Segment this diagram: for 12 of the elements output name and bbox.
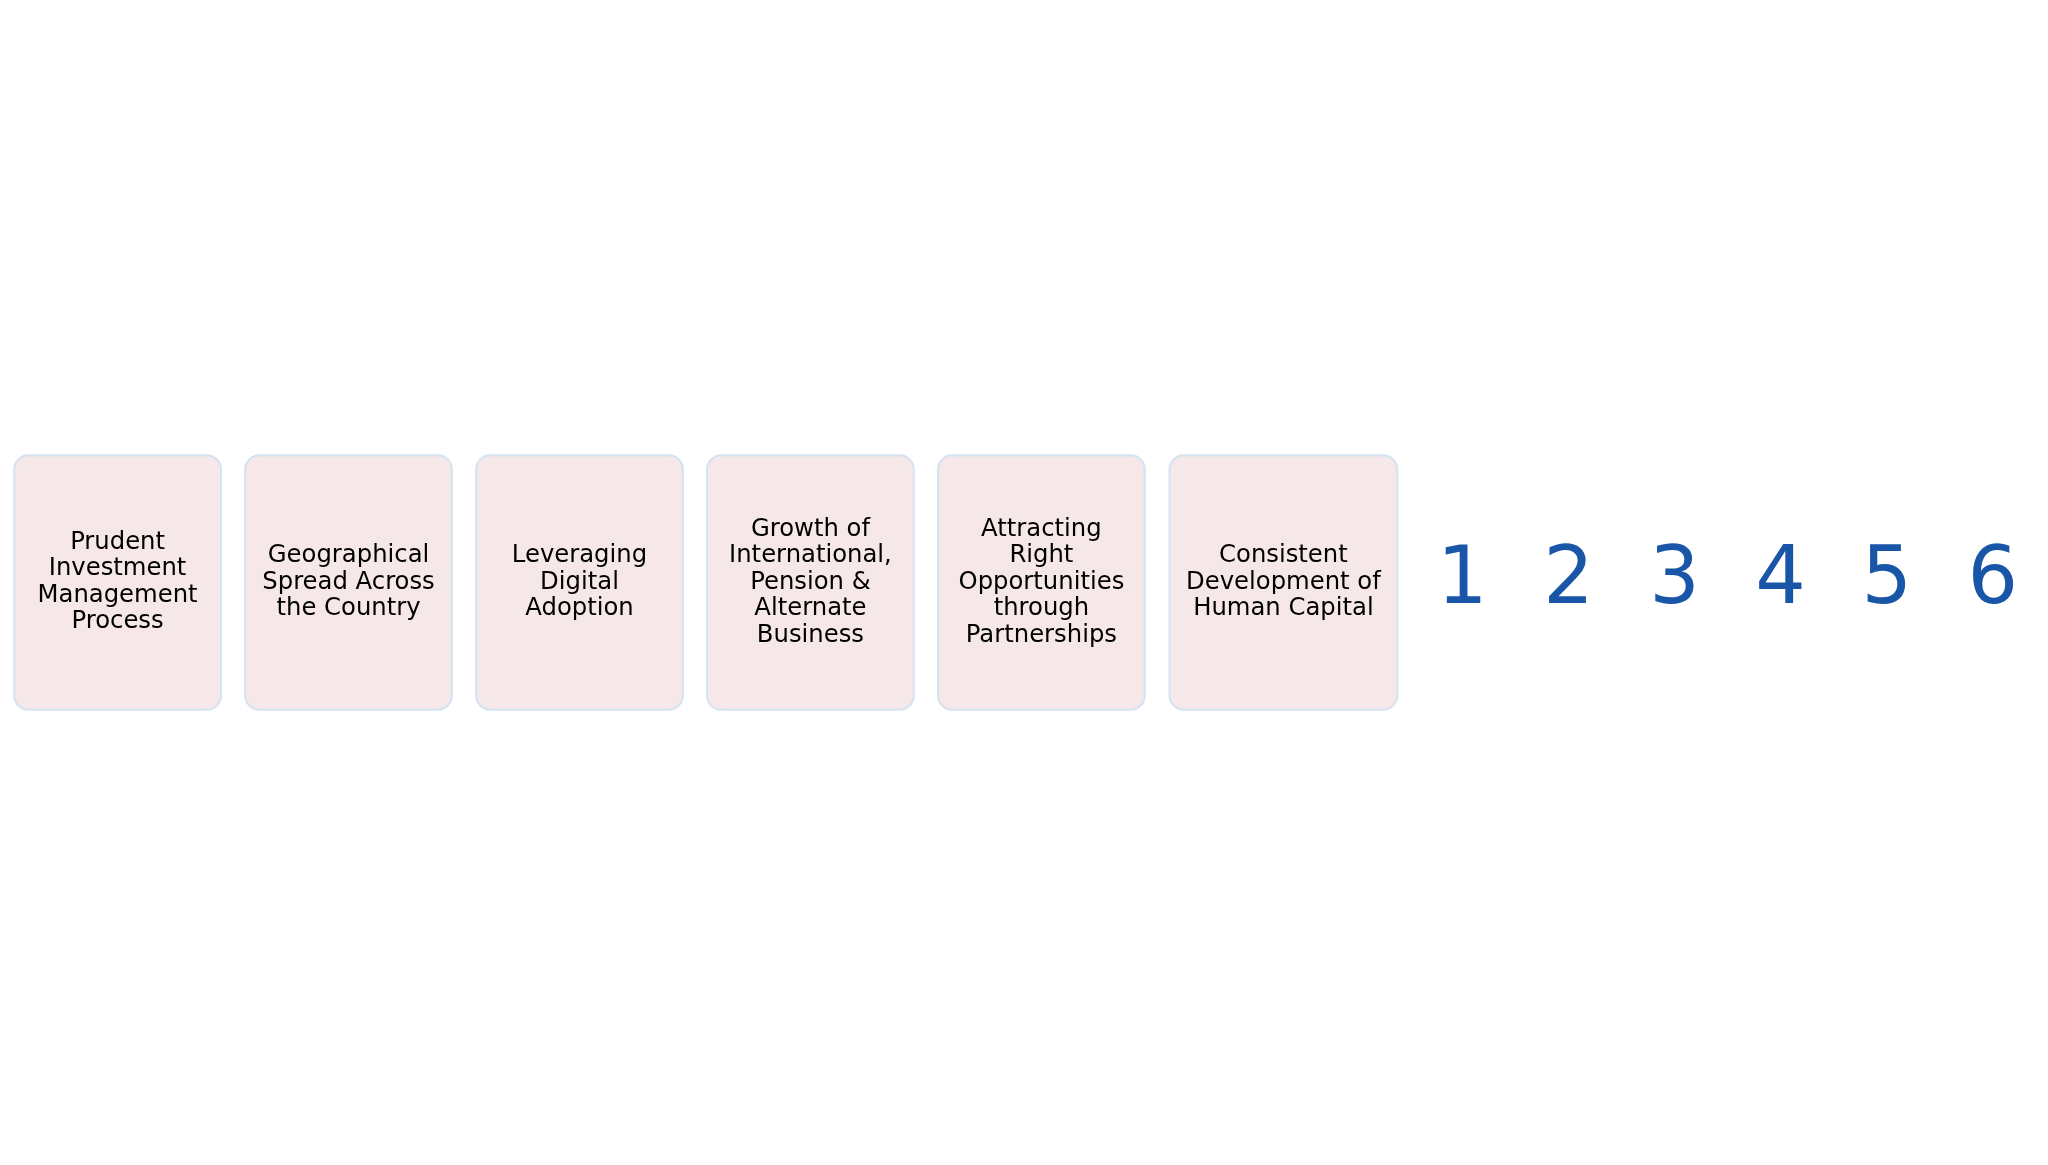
label: 2	[1543, 528, 1594, 622]
label: 3	[1649, 528, 1700, 622]
label: 6	[1967, 528, 2019, 622]
node-box: Leveraging Digital Adoption	[475, 454, 684, 711]
node-box: Prudent Investment Management Process	[13, 454, 222, 711]
label: 5	[1861, 528, 1913, 622]
label: 4	[1755, 528, 1806, 622]
label: 1	[1437, 528, 1488, 622]
node-box: Consistent Development of Human Capital	[1168, 454, 1399, 711]
node-box: Growth of International, Pension & Alternate Business	[706, 454, 915, 711]
node-box: Attracting Right Opportunities through Partnerships	[936, 454, 1146, 711]
node-box: Geographical Spread Across the Country	[244, 454, 453, 711]
